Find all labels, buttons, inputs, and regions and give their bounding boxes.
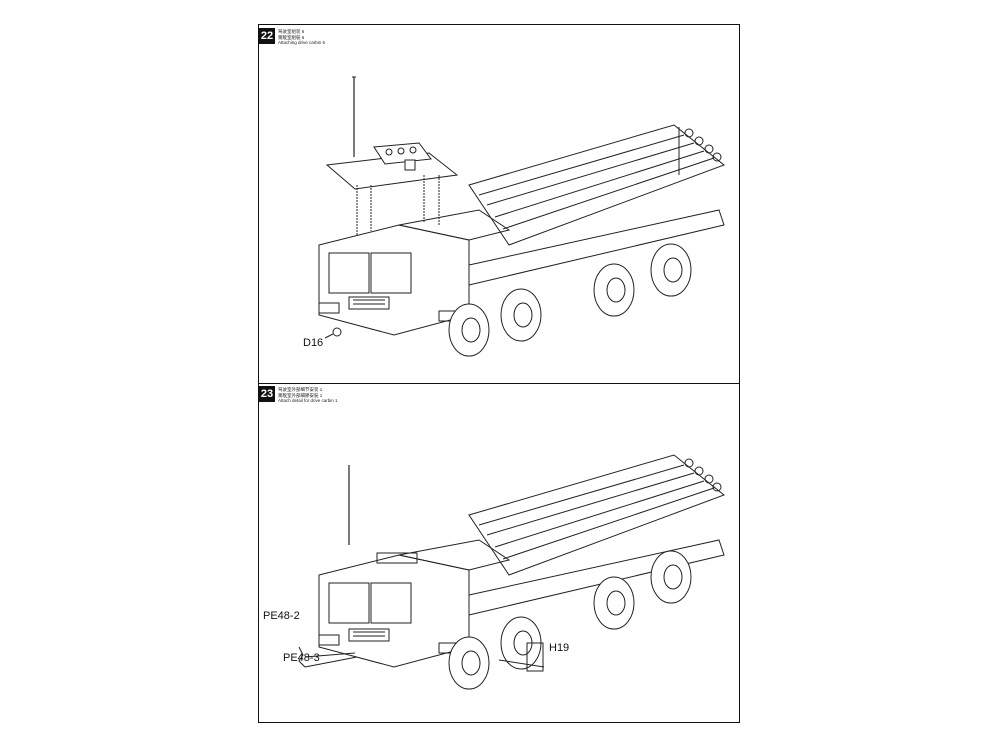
instruction-page: 22 驾驶室组装 6 駕駛室組裝 6 Attaching drive carbi… (258, 24, 740, 723)
step-divider (259, 383, 739, 384)
step-text-line: 驾驶室组装 6 (278, 29, 305, 34)
part-label-h19: H19 (549, 642, 570, 654)
step-text-line: 驾驶室外部细节安装 1 (278, 387, 323, 392)
step-22-assembly-drawing (318, 76, 726, 357)
step-text-line: 駕駛室組裝 6 (278, 34, 305, 40)
step-23-header: 23 驾驶室外部细节安装 1 駕駛室外部細節安裝 1 Attach detail… (259, 386, 338, 404)
part-label-d16: D16 (303, 337, 324, 349)
step-text-line: 駕駛室外部細節安裝 1 (278, 392, 323, 398)
step-text-line: Attach detail for drive carbin 1 (278, 398, 338, 403)
step-number: 22 (259, 28, 275, 44)
step-description: 驾驶室组装 6 駕駛室組裝 6 Attaching drive carbin 6 (278, 28, 325, 46)
step-text-line: Attaching drive carbin 6 (278, 40, 326, 45)
step-22-header: 22 驾驶室组装 6 駕駛室組裝 6 Attaching drive carbi… (259, 28, 325, 46)
part-label-pe48-3: PE48-3 (283, 652, 320, 664)
part-label-pe48-2: PE48-2 (263, 610, 300, 622)
step-description: 驾驶室外部细节安装 1 駕駛室外部細節安裝 1 Attach detail fo… (278, 386, 338, 404)
step-23-assembly-drawing (298, 454, 726, 690)
step-number: 23 (259, 386, 275, 402)
